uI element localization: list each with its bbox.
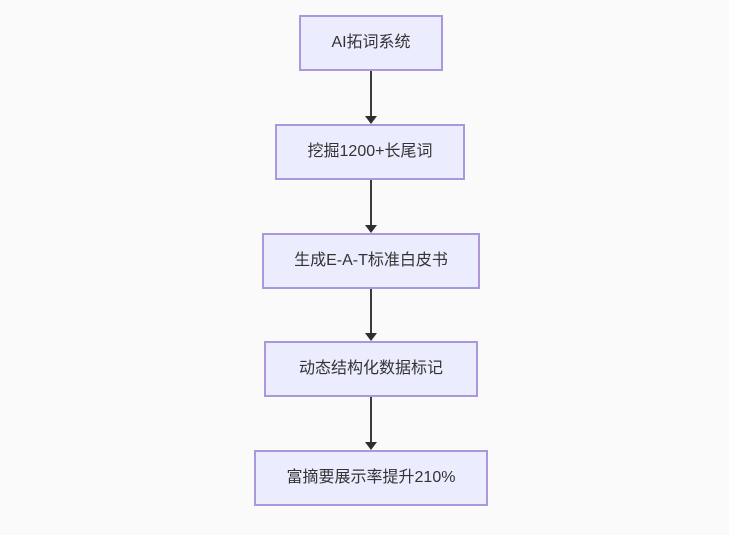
flowchart-node-generate-eat-whitepaper: 生成E-A-T标准白皮书 <box>262 233 480 289</box>
flow-arrow-1 <box>364 71 378 124</box>
arrow-shaft <box>370 180 372 225</box>
arrow-head-icon <box>365 333 377 341</box>
arrow-shaft <box>370 397 372 442</box>
arrow-shaft <box>370 71 372 116</box>
flowchart-node-dynamic-structured-data-markup: 动态结构化数据标记 <box>264 341 478 397</box>
arrow-shaft <box>370 289 372 333</box>
flow-arrow-2 <box>364 180 378 233</box>
flow-arrow-3 <box>364 289 378 341</box>
arrow-head-icon <box>365 116 377 124</box>
arrow-head-icon <box>365 442 377 450</box>
flowchart-node-mine-longtail-keywords: 挖掘1200+长尾词 <box>275 124 465 180</box>
flowchart-node-ai-word-expansion-system: AI拓词系统 <box>299 15 443 71</box>
flowchart-node-rich-snippet-rate-increase: 富摘要展示率提升210% <box>254 450 488 506</box>
flow-arrow-4 <box>364 397 378 450</box>
arrow-head-icon <box>365 225 377 233</box>
